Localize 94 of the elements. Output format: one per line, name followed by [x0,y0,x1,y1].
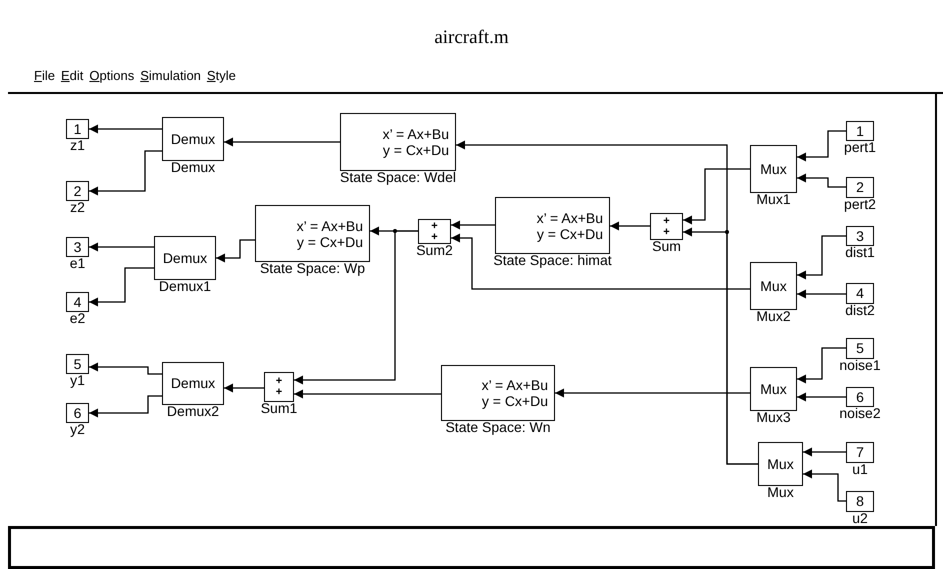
equation-text: x’ = Ax+Bu [482,377,548,393]
signal-line [89,150,162,196]
block-name: noise1 [839,358,881,372]
block-name: Mux [767,485,794,499]
block-name: e2 [70,311,86,325]
equation-text: y = Cx+Du [536,226,603,242]
menu-item: File [34,67,55,85]
block-name: u2 [852,511,868,525]
plus-sign: + [663,216,670,226]
block-text: 2 [74,182,82,200]
block-text: 3 [74,238,82,256]
signal-line [89,395,162,418]
block-name: State Space: Wp [260,261,366,275]
block-name: State Space: himat [493,253,612,267]
signal-line [797,290,846,298]
signal-line [89,124,162,134]
block-text: Mux [760,276,787,296]
signal-line [89,362,162,375]
block-name: Mux3 [756,410,791,424]
menu-item: Simulation [140,67,201,85]
plus-sign: + [431,232,438,242]
signal-line [610,222,650,230]
block-name: Demux [170,160,216,174]
signal-line [803,448,846,456]
block-name: z2 [70,200,85,214]
block-text: Mux [767,454,794,474]
block-name: y1 [70,373,85,387]
block-text: 7 [856,443,864,462]
signal-line [683,168,750,224]
window-title: aircraft.m [433,26,510,50]
plus-sign: + [276,387,282,398]
menu-item: Style [206,67,236,85]
signal-line [797,392,846,402]
signal-line [797,174,846,188]
block-name: dist1 [845,245,875,259]
signal-line [294,390,441,398]
block-name: z1 [70,138,85,152]
block-name: State Space: Wdel [340,170,456,184]
block-name: Sum2 [416,243,453,257]
signal-line [451,234,750,290]
signal-line [451,220,495,230]
signal-line [683,228,758,465]
block-text: Demux [170,374,216,393]
block-text: 5 [856,339,864,358]
equation-text: y = Cx+Du [382,142,449,158]
block-name: Sum [652,239,681,253]
block-text: Demux [162,248,208,268]
signal-line [797,347,846,384]
block-text: 4 [74,292,82,312]
equation-text: y = Cx+Du [482,393,548,409]
signal-line [224,138,340,146]
signal-line [797,235,846,280]
block-text: 3 [856,226,864,246]
signal-line [294,230,418,384]
signal-line [216,239,255,262]
signal-line [803,470,846,502]
equation-text: x’ = Ax+Bu [296,218,363,234]
block-text: Mux [760,160,787,178]
block-name: dist2 [845,303,875,317]
plus-sign: + [431,220,438,232]
block-name: Sum1 [260,401,298,415]
plus-sign: + [276,376,282,387]
equation-text: x’ = Ax+Bu [536,210,603,226]
block-name: pert1 [844,140,876,154]
block-text: 1 [74,120,82,138]
signal-line [224,384,264,392]
signal-line [89,267,154,306]
block-name: u1 [852,462,868,476]
block-name: Mux2 [756,309,791,323]
block-text: 8 [856,492,864,511]
block-name: State Space: Wn [445,420,551,434]
block-text: 6 [74,404,82,422]
block-name: e1 [70,256,86,270]
block-text: 2 [856,178,864,197]
block-name: Demux2 [166,404,220,418]
block-name: noise2 [839,406,881,420]
equation-text: x’ = Ax+Bu [382,126,449,142]
block-name: pert2 [844,197,876,211]
block-text: 1 [856,122,864,140]
equation-text: y = Cx+Du [296,234,363,250]
plus-sign: + [663,226,670,238]
block-name: y2 [70,422,85,436]
block-text: 4 [856,284,864,303]
signal-line [555,388,750,398]
menu-item: Options [89,67,134,85]
block-text: Demux [170,130,216,148]
block-text: 6 [856,388,864,406]
block-text: 5 [74,354,82,374]
block-name: Demux1 [158,279,212,293]
signal-line [89,242,154,252]
signal-line [797,130,846,162]
block-name: Mux1 [756,192,791,206]
block-text: Mux [760,380,787,398]
menu-item: Edit [60,67,84,85]
